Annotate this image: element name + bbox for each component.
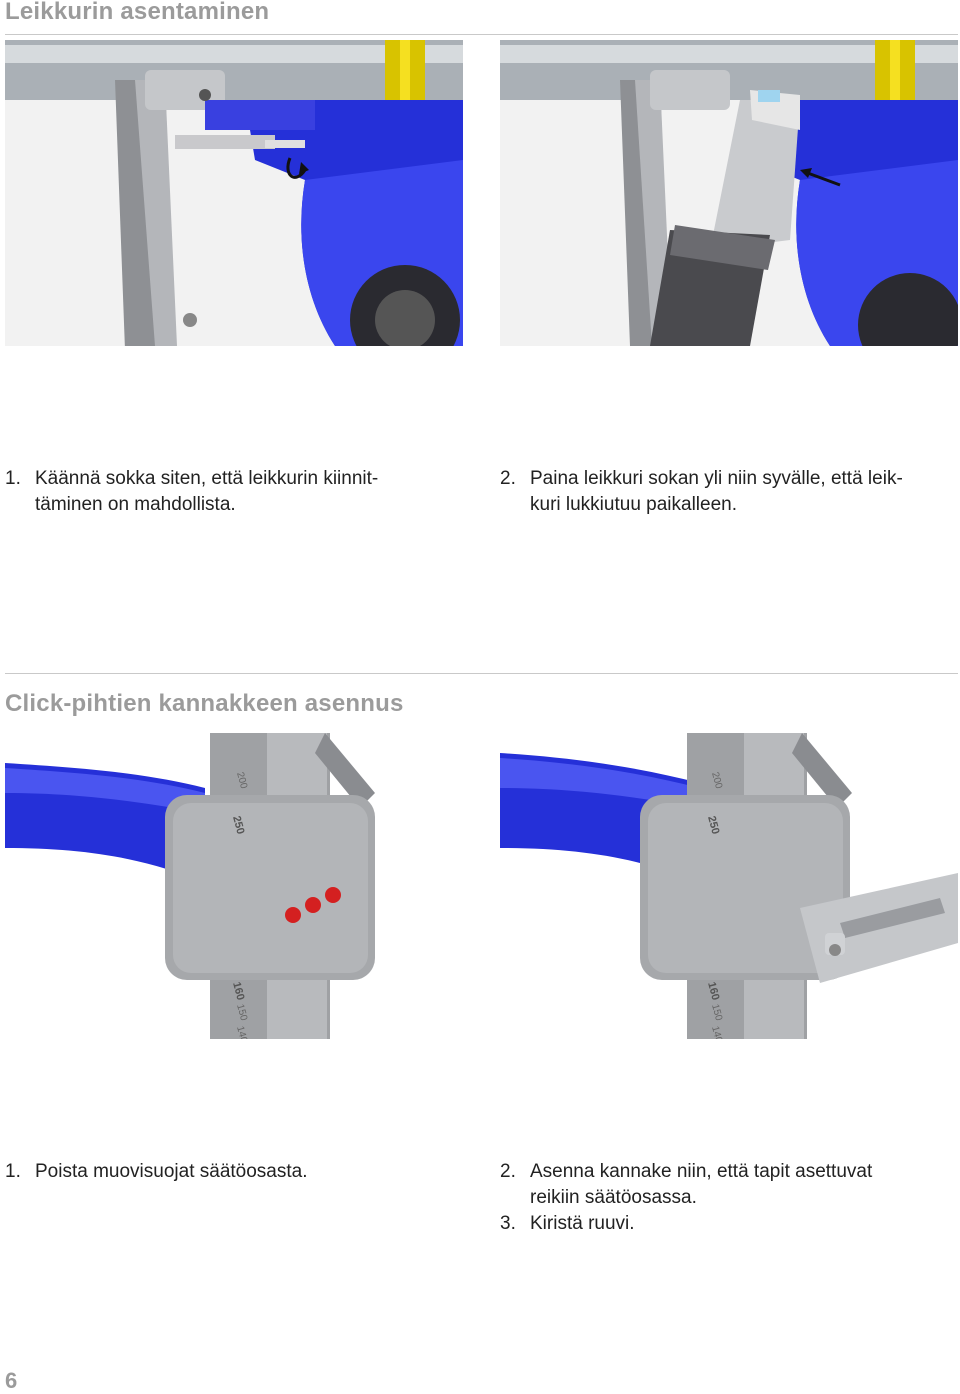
illustration-remove-caps: 200 250 160 150 140 — [5, 733, 463, 1039]
section-title-cutter: Leikkurin asentaminen — [5, 0, 270, 25]
caption-step-1: 1. Käännä sokka siten, että leikkurin kii… — [5, 466, 455, 518]
illustration-mount-bracket: 200 250 160 150 140 — [500, 733, 958, 1039]
scale-label: 150 — [234, 1003, 249, 1022]
step-text: täminen on mahdollista. — [35, 494, 236, 515]
divider — [5, 34, 958, 35]
step-number: 1. — [5, 1161, 21, 1182]
illustration-turn-pin — [5, 40, 463, 346]
step-text: reikiin säätöosassa. — [530, 1187, 697, 1208]
scale-label: 250 — [705, 815, 721, 836]
step-text: Käännä sokka siten, että leikkurin kiinn… — [35, 468, 379, 489]
scale-label: 160 — [705, 981, 721, 1002]
step-number: 3. — [500, 1213, 516, 1234]
caption-step-2: 2. Paina leikkuri sokan yli niin syvälle,… — [500, 466, 955, 518]
caption-bracket-step-1: 1. Poista muovisuojat säätöosasta. — [5, 1159, 455, 1185]
section-title-bracket: Click-pihtien kannakkeen asennus — [5, 690, 404, 717]
step-text: Poista muovisuojat säätöosasta. — [35, 1161, 308, 1182]
step-number: 1. — [5, 468, 21, 489]
caption-bracket-steps-2-3: 2. Asenna kannake niin, että tapit asettu… — [500, 1159, 955, 1237]
scale-label: 140 — [709, 1025, 724, 1039]
divider — [5, 673, 958, 674]
scale-label: 140 — [234, 1025, 249, 1039]
scale-label: 200 — [709, 771, 724, 790]
step-text: Paina leikkuri sokan yli niin syvälle, e… — [530, 468, 903, 489]
scale-label: 160 — [230, 981, 246, 1002]
illustration-press-cutter — [500, 40, 958, 346]
step-text: Kiristä ruuvi. — [530, 1213, 635, 1234]
step-number: 2. — [500, 1161, 516, 1182]
step-text: Asenna kannake niin, että tapit asettuva… — [530, 1161, 873, 1182]
page-number: 6 — [5, 1368, 18, 1393]
scale-label: 200 — [234, 771, 249, 790]
step-number: 2. — [500, 468, 516, 489]
step-text: kuri lukkiutuu paikalleen. — [530, 494, 738, 515]
scale-label: 250 — [230, 815, 246, 836]
scale-label: 150 — [709, 1003, 724, 1022]
